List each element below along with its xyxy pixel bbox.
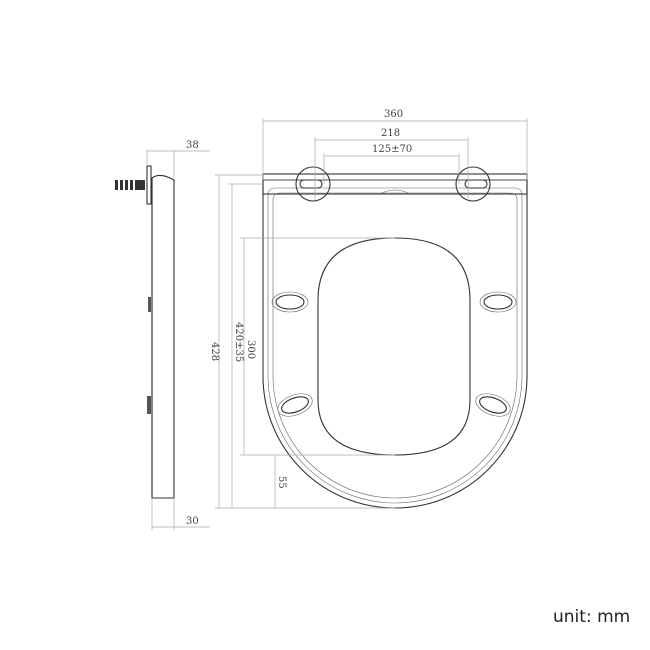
side-view: 38 30	[115, 140, 210, 530]
dim-side-top-label: 38	[186, 140, 199, 151]
hinge-bolt-icon	[115, 179, 145, 191]
dim-overall-width-label: 360	[384, 109, 403, 120]
dim-hinge-outer-label: 218	[381, 128, 400, 139]
dim-overall-length-label: 428	[209, 342, 220, 361]
top-view: 360 218 125±70 428 420±35 300 55	[209, 109, 528, 509]
hinge-right-icon	[455, 166, 491, 202]
dim-hinge-adjust-label: 125±70	[372, 144, 412, 155]
dim-front-rim-label: 55	[276, 476, 287, 489]
dim-hinge-to-front-label: 420±35	[233, 322, 244, 362]
dim-side-bottom-label: 30	[186, 516, 199, 527]
hinge-left-icon	[295, 166, 331, 202]
dim-opening-length-label: 300	[245, 340, 256, 359]
unit-label: unit: mm	[553, 607, 631, 627]
